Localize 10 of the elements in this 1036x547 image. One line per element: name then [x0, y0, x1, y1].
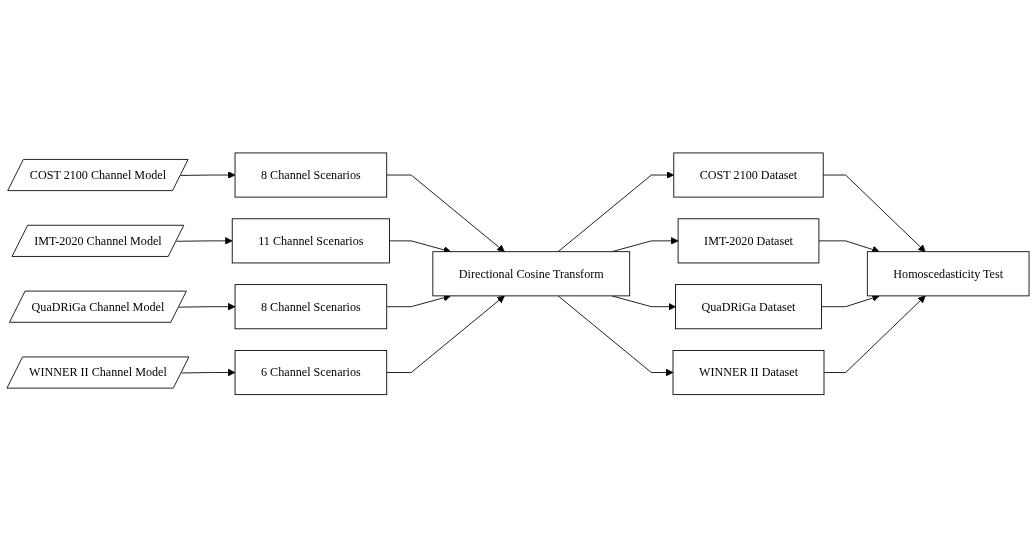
- node-box: WINNER II Dataset: [672, 349, 825, 395]
- node-box: 6 Channel Scenarios: [234, 349, 388, 395]
- node-box: 8 Channel Scenarios: [234, 283, 388, 329]
- node-box: 8 Channel Scenarios: [234, 152, 388, 198]
- node-box: 11 Channel Scenarios: [231, 218, 390, 264]
- node-box: Homoscedasticity Test: [866, 250, 1030, 297]
- node-box: COST 2100 Dataset: [673, 152, 824, 198]
- node-box: QuaDRiGa Dataset: [675, 283, 822, 329]
- node-box: IMT-2020 Dataset: [677, 218, 820, 264]
- node-box: Directional Cosine Transform: [432, 250, 631, 297]
